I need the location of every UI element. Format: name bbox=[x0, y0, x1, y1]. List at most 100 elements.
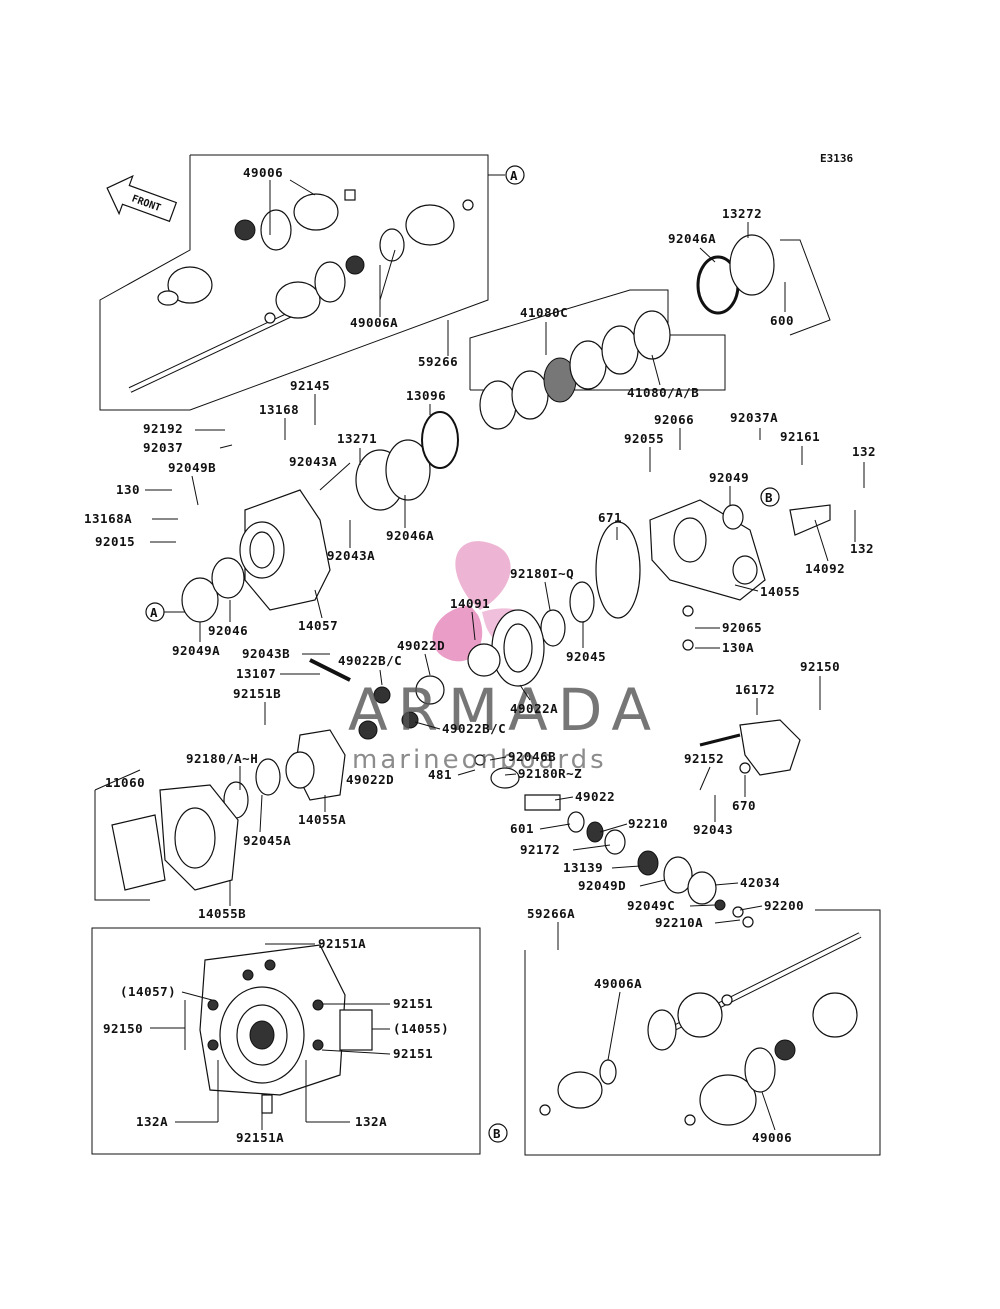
label-132A-2: 132A bbox=[355, 1114, 387, 1129]
label-92046A-top: 92046A bbox=[668, 231, 716, 246]
label-130A: 130A bbox=[722, 640, 754, 655]
label-49006A-bot: 49006A bbox=[594, 976, 642, 991]
label-11060: 11060 bbox=[105, 775, 145, 790]
label-92172: 92172 bbox=[520, 842, 560, 857]
clutch-plates-group bbox=[469, 234, 831, 430]
housing-14055A bbox=[94, 729, 346, 901]
label-13168: 13168 bbox=[259, 402, 299, 417]
label-92045: 92045 bbox=[566, 649, 606, 664]
label-14091: 14091 bbox=[450, 596, 490, 611]
ref-a-top: A bbox=[510, 168, 518, 183]
label-92015: 92015 bbox=[95, 534, 135, 549]
label-92043A-1: 92043A bbox=[289, 454, 337, 469]
label-92151-2: 92151 bbox=[393, 1046, 433, 1061]
leader-lines bbox=[145, 179, 865, 1131]
label-92045A: 92045A bbox=[243, 833, 291, 848]
label-49022D-1: 49022D bbox=[397, 638, 445, 653]
label-14055-paren: (14055) bbox=[393, 1021, 449, 1036]
label-92210A: 92210A bbox=[655, 915, 703, 930]
label-92043B: 92043B bbox=[242, 646, 290, 661]
housing-14055: B bbox=[540, 487, 831, 651]
label-132A-1: 132A bbox=[136, 1114, 168, 1129]
label-92055: 92055 bbox=[624, 431, 664, 446]
label-670: 670 bbox=[732, 798, 756, 813]
watermark-subtitle: marineonboards bbox=[352, 745, 607, 775]
label-92151A-bot: 92151A bbox=[236, 1130, 284, 1145]
label-132-b: 132 bbox=[850, 541, 874, 556]
ref-b-circle-bot bbox=[488, 1123, 508, 1143]
label-92037A: 92037A bbox=[730, 410, 778, 425]
label-92046: 92046 bbox=[208, 623, 248, 638]
label-92151-1: 92151 bbox=[393, 996, 433, 1011]
label-13096: 13096 bbox=[406, 388, 446, 403]
label-14057: 14057 bbox=[298, 618, 338, 633]
label-49022BC-2: 49022B/C bbox=[442, 721, 506, 736]
label-92049B: 92049B bbox=[168, 460, 216, 475]
inset-assembly bbox=[91, 927, 481, 1155]
pinion-group bbox=[474, 719, 801, 928]
label-41080C: 41080C bbox=[520, 305, 568, 320]
ref-b-bot: B bbox=[493, 1126, 501, 1141]
differential-group bbox=[309, 609, 545, 740]
label-92049A: 92049A bbox=[172, 643, 220, 658]
label-14057-paren: (14057) bbox=[120, 984, 176, 999]
watermark-title: ARMADA bbox=[348, 676, 661, 744]
driveshaft-front-group: A bbox=[99, 154, 525, 411]
ref-a-circle-top bbox=[505, 165, 525, 185]
driveshaft-rear-group: B bbox=[488, 909, 881, 1156]
label-14055B: 14055B bbox=[198, 906, 246, 921]
label-92180RZ: 92180R~Z bbox=[518, 766, 582, 781]
diagram-code: E3136 bbox=[820, 152, 853, 165]
label-92200: 92200 bbox=[764, 898, 804, 913]
label-49022: 49022 bbox=[575, 789, 615, 804]
label-16172: 16172 bbox=[735, 682, 775, 697]
label-92180IQ: 92180I~Q bbox=[510, 566, 574, 581]
part-labels: 49006 49006A 59266 41080C 41080/A/B 1327… bbox=[84, 165, 876, 1145]
label-92180AH: 92180/A~H bbox=[186, 751, 258, 766]
label-92150-box: 92150 bbox=[103, 1021, 143, 1036]
label-59266A: 59266A bbox=[527, 906, 575, 921]
label-92151B: 92151B bbox=[233, 686, 281, 701]
label-92152: 92152 bbox=[684, 751, 724, 766]
label-14055: 14055 bbox=[760, 584, 800, 599]
ref-b-mid: B bbox=[765, 490, 773, 505]
label-13271: 13271 bbox=[337, 431, 377, 446]
label-49022D-2: 49022D bbox=[346, 772, 394, 787]
label-671: 671 bbox=[598, 510, 622, 525]
label-600: 600 bbox=[770, 313, 794, 328]
ref-b-circle-mid bbox=[760, 487, 780, 507]
label-49006A-top: 49006A bbox=[350, 315, 398, 330]
label-92046A-mid: 92046A bbox=[386, 528, 434, 543]
label-92151A-top: 92151A bbox=[318, 936, 366, 951]
label-14092: 14092 bbox=[805, 561, 845, 576]
label-49006-top: 49006 bbox=[243, 165, 283, 180]
label-92145: 92145 bbox=[290, 378, 330, 393]
label-92150-top: 92150 bbox=[800, 659, 840, 674]
label-14055A: 14055A bbox=[298, 812, 346, 827]
label-92043A-2: 92043A bbox=[327, 548, 375, 563]
label-49006-bot: 49006 bbox=[752, 1130, 792, 1145]
label-92192: 92192 bbox=[143, 421, 183, 436]
label-42034: 42034 bbox=[740, 875, 780, 890]
label-92161: 92161 bbox=[780, 429, 820, 444]
label-49022BC-1: 49022B/C bbox=[338, 653, 402, 668]
ref-a-left: A bbox=[150, 605, 158, 620]
label-59266: 59266 bbox=[418, 354, 458, 369]
label-132-a: 132 bbox=[852, 444, 876, 459]
housing-14057: A bbox=[145, 411, 459, 623]
label-49022A: 49022A bbox=[510, 701, 558, 716]
front-arrow-icon: FRONT bbox=[106, 174, 178, 223]
label-92049D: 92049D bbox=[578, 878, 626, 893]
label-92049C: 92049C bbox=[627, 898, 675, 913]
label-92046B: 92046B bbox=[508, 749, 556, 764]
label-601: 601 bbox=[510, 821, 534, 836]
label-92210: 92210 bbox=[628, 816, 668, 831]
label-13168A: 13168A bbox=[84, 511, 132, 526]
label-13139: 13139 bbox=[563, 860, 603, 875]
label-92037: 92037 bbox=[143, 440, 183, 455]
label-92065: 92065 bbox=[722, 620, 762, 635]
label-92049: 92049 bbox=[709, 470, 749, 485]
label-92066: 92066 bbox=[654, 412, 694, 427]
